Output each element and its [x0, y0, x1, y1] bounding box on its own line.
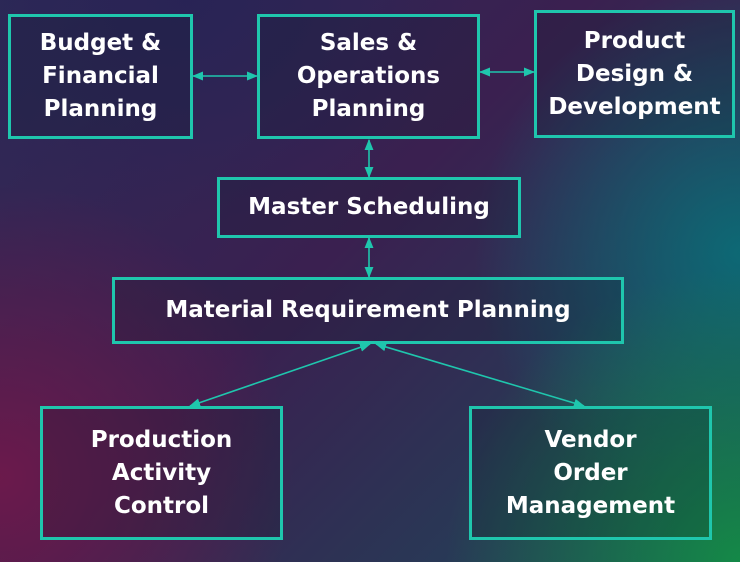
sales-operations-planning-box: Sales & Operations Planning: [257, 14, 480, 139]
production-activity-control-label: Production Activity Control: [90, 426, 233, 519]
budget-financial-planning-box: Budget & Financial Planning: [8, 14, 193, 139]
sales-operations-planning-label: Sales & Operations Planning: [296, 30, 441, 122]
product-design-development-label: Product Design & Development: [548, 27, 721, 120]
product-design-development-box: Product Design & Development: [534, 10, 735, 138]
master-scheduling-box: Master Scheduling: [217, 177, 521, 238]
master-scheduling-label: Master Scheduling: [248, 194, 490, 220]
material-requirement-planning-box: Material Requirement Planning: [112, 277, 624, 344]
vendor-order-management-box: Vendor Order Management: [469, 406, 712, 540]
production-activity-control-box: Production Activity Control: [40, 406, 283, 540]
mrp-vendor-connector: [374, 342, 586, 408]
material-requirement-planning-label: Material Requirement Planning: [165, 297, 571, 323]
mrp-production-connector: [188, 343, 372, 407]
vendor-order-management-label: Vendor Order Management: [505, 426, 676, 519]
budget-financial-planning-label: Budget & Financial Planning: [39, 30, 162, 122]
